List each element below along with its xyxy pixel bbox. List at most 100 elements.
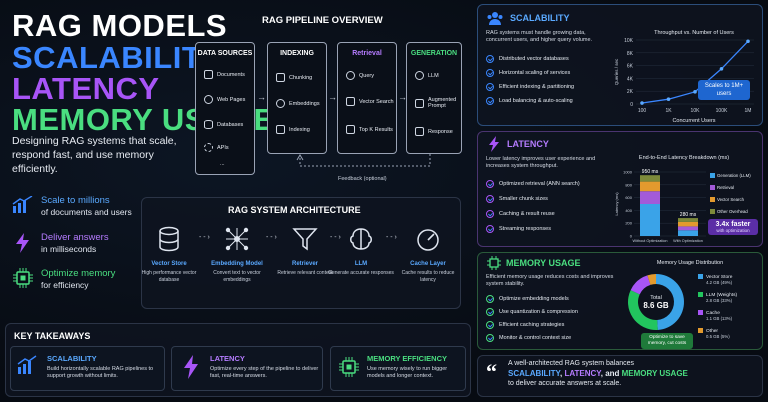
generation-item: Response [428,128,453,135]
arch-item-name: LLM [354,261,368,267]
x-axis-label: Concurrent Users [672,118,715,124]
legend-swatch [698,310,703,315]
subtitle: Designing RAG systems that scale, respon… [12,135,177,175]
arch-vector-store: Vector Store High performance vector dat… [136,226,202,283]
legend-swatch [710,209,715,214]
bar-segment [678,230,698,236]
arrow-icon: - - › [199,234,210,241]
data-sources-box: DATA SOURCES Documents Web Pages Databas… [195,42,255,175]
arch-item-desc: Convert text to vector embeddings [213,270,261,283]
memory-item: Monitor & control context size [486,334,571,342]
takeaways-title: KEY TAKEAWAYS [14,331,91,341]
x-tick-label: 1M [745,108,752,114]
throughput-chart: Throughput vs. Number of Users02K4K6K8K1… [614,30,754,124]
generation-label: GENERATION [410,50,458,57]
chart-title: Memory Usage Distribution [657,260,723,266]
feature-latency [14,233,32,258]
takeaway-latency: LATENCY Optimize every step of the pipel… [171,346,323,391]
chip-icon [339,357,359,377]
x-tick-label: 100 [638,108,647,114]
bar-total-label: 280 ms [680,212,697,218]
y-tick-label: 0 [630,234,633,239]
legend-label: Other [706,328,718,334]
arch-item-desc: Retrieve relevant context [277,270,333,276]
bar-segment [640,175,660,182]
y-axis-label: Queries / sec [614,58,619,85]
arrow-icon: - - › [266,234,277,241]
bar-segment [640,204,660,236]
feature-scale-desc: of documents and users [41,207,132,217]
indexing-label: INDEXING [280,50,314,57]
indexing-box: INDEXING Chunking Embeddings Indexing [267,42,327,154]
generation-item: LLM [428,72,439,79]
database-icon [159,226,179,252]
x-tick-label: 1K [665,108,672,114]
users-icon [487,12,503,25]
x-tick-label: 100K [716,108,728,114]
indexing-item: Indexing [289,126,310,133]
data-point [719,67,724,71]
y-tick-label: 200 [625,221,632,226]
network-icon [225,227,249,251]
pie-slice [656,274,684,330]
feature-memory-desc: for efficiency [41,280,89,290]
legend-detail: 1.1 GB (13%) [706,316,733,321]
gauge-icon [417,229,439,251]
center-value: 8.6 GB [643,301,669,310]
scalability-panel [477,4,763,126]
takeaway-title: MEMORY EFFICIENCY [367,354,448,363]
pie-slice [630,275,651,295]
scalability-item: Efficient indexing & partitioning [486,83,574,91]
center-label: Total [650,295,662,301]
source-item: Databases [217,121,244,128]
legend-label: Generation (LLM) [717,173,751,178]
data-point [666,97,671,101]
y-tick-label: 800 [625,182,632,187]
scalability-callout: Scales to 1M+ users [698,80,750,100]
response-icon [415,127,424,136]
memory-callout: Optimize to save memory, cut costs [641,333,693,349]
arch-cache-layer: Cache Layer Cache results to reduce late… [395,226,461,283]
growth-chart-icon [17,355,37,374]
scalability-item: Distributed vector databases [486,55,569,63]
arch-item-name: Embedding Model [211,261,263,267]
y-tick-label: 6K [627,64,634,70]
arrow-icon: - - › [386,234,397,241]
document-icon [204,70,213,79]
arch-retriever: Retriever Retrieve relevant context [272,226,338,277]
data-point [640,101,644,105]
takeaway-memory: MEMORY EFFICIENCY Use memory wisely to r… [330,346,466,391]
quote-icon: “ [486,359,497,384]
vector-icon [346,97,355,106]
retrieval-item: Top K Results [359,126,393,133]
legend-detail: 2.8 GB (33%) [706,298,733,303]
y-tick-label: 2K [627,89,634,95]
data-sources-label: DATA SOURCES [197,50,253,57]
bar-segment [640,191,660,204]
takeaway-desc: Use memory wisely to run bigger models a… [367,366,448,379]
scalability-title: SCALABILITY [510,13,570,23]
latency-item: Smaller chunk sizes [486,195,548,203]
x-tick-label: 10K [691,108,701,114]
search-icon [346,71,355,80]
arch-item-name: Vector Store [151,261,187,267]
legend-swatch [710,185,715,190]
brain-icon [350,228,372,250]
legend-swatch [710,197,715,202]
legend-label: Retrieval [717,185,734,190]
y-tick-label: 1000 [623,170,633,175]
arch-llm: LLM Generate accurate responses [328,226,394,277]
scalability-item: Load balancing & auto-scaling [486,97,573,105]
check-icon [486,295,494,303]
x-tick-label: Without Optimization [632,239,667,243]
memory-item: Efficient caching strategies [486,321,564,329]
legend-label: Vector Store [706,274,733,280]
feature-latency-title: Deliver answers [41,232,109,243]
bar-total-label: 950 ms [642,169,659,175]
pie-slice [628,290,658,330]
memory-desc: Efficient memory usage reduces costs and… [486,274,614,287]
check-icon [486,55,494,63]
y-tick-label: 8K [627,51,634,57]
feature-scale-title: Scale to millions [41,195,110,206]
